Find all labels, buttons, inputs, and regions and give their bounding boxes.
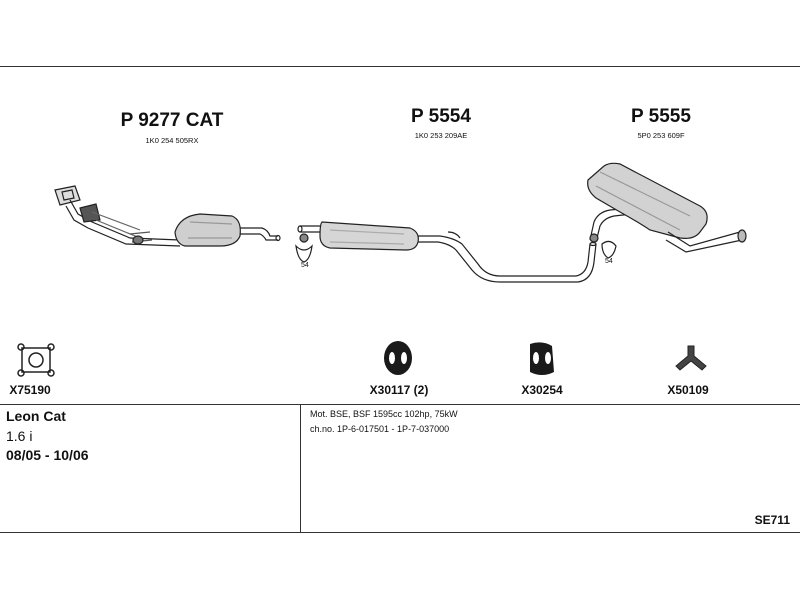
vehicle-model: Leon Cat xyxy=(6,408,66,424)
engine-spec: Mot. BSE, BSF 1595cc 102hp, 75kW xyxy=(310,409,458,419)
catalytic-converter-drawing xyxy=(54,185,281,247)
info-column-divider xyxy=(300,404,301,532)
vehicle-years: 08/05 - 10/06 xyxy=(6,447,89,463)
bracket-icon xyxy=(675,345,707,371)
part-title-catalytic: P 9277 CAT xyxy=(120,110,224,131)
info-divider xyxy=(0,404,800,405)
part-code-rear: 5P0 253 609F xyxy=(637,131,685,140)
rubber-mount-icon xyxy=(530,342,554,375)
rear-silencer-drawing xyxy=(587,162,747,253)
accessory-code-2: X30117 (2) xyxy=(369,383,429,397)
hanger-drawing-2 xyxy=(589,233,617,259)
hanger-label-1: 54 xyxy=(301,262,309,269)
hanger-drawing-1 xyxy=(295,233,313,263)
middle-silencer-drawing xyxy=(297,221,597,283)
accessory-code-3: X30254 xyxy=(521,383,563,397)
rubber-hanger-icon xyxy=(384,341,412,375)
diagram-frame xyxy=(0,66,800,533)
hanger-label-2: 54 xyxy=(605,258,613,265)
part-title-middle: P 5554 xyxy=(411,106,471,127)
part-code-catalytic: 1K0 254 505RX xyxy=(145,136,199,145)
flange-gasket-icon xyxy=(17,343,55,377)
accessory-code-4: X50109 xyxy=(667,383,709,397)
accessory-code-1: X75190 xyxy=(9,383,51,397)
chassis-spec: ch.no. 1P-6-017501 - 1P-7-037000 xyxy=(310,424,450,434)
part-code-middle: 1K0 253 209AE xyxy=(414,131,468,140)
part-title-rear: P 5555 xyxy=(631,106,691,127)
diagram-reference: SE711 xyxy=(754,513,790,527)
vehicle-engine: 1.6 i xyxy=(6,428,33,444)
